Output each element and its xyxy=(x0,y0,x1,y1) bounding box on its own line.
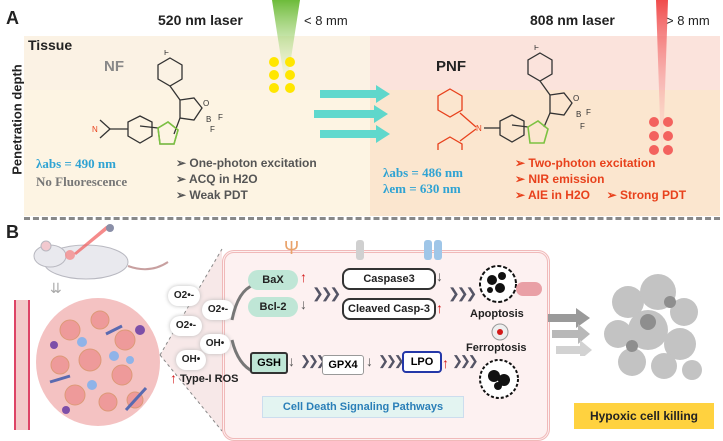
signaling-pathways-label: Cell Death Signaling Pathways xyxy=(262,396,464,418)
red-laser-distance: > 8 mm xyxy=(666,13,710,28)
tissue-label: Tissue xyxy=(28,37,73,53)
chevron-arrow-icon: ❯❯❯ xyxy=(448,285,477,301)
down-arrow-icon: ↓ xyxy=(366,353,373,369)
nf-property-item: ➢ Weak PDT xyxy=(176,188,248,202)
mouse-illustration xyxy=(33,224,169,280)
pnf-emission-wavelength: λem = 630 nm xyxy=(383,181,461,196)
svg-text:B: B xyxy=(576,110,581,119)
chevron-arrow-icon: ❯❯❯ xyxy=(312,285,341,301)
svg-text:F: F xyxy=(534,45,539,52)
up-arrow-icon: ↑ xyxy=(170,370,177,386)
ros-bubble: OH• xyxy=(176,350,206,370)
panel-divider xyxy=(24,217,720,220)
chevron-arrow-icon: ❯❯❯ xyxy=(300,353,327,368)
mitochondria-icon xyxy=(516,282,542,296)
pnf-properties-list: ➢ Two-photon excitation ➢ NIR emission ➢… xyxy=(515,155,720,203)
pnf-property-item: ➢ NIR emission xyxy=(515,172,605,186)
apoptosis-cell-illustration xyxy=(479,265,517,303)
chevron-arrow-icon: ❯❯❯ xyxy=(452,353,479,368)
deep-tissue-band-left xyxy=(24,90,370,216)
dead-cell-cluster-illustration xyxy=(604,274,702,380)
apoptosis-label: Apoptosis xyxy=(470,308,524,320)
outcome-arrows xyxy=(548,308,592,356)
nf-molecule-structure: F O B F F N xyxy=(92,50,223,145)
gsh-node: GSH xyxy=(250,352,288,374)
tumor-tissue-illustration xyxy=(36,298,160,426)
ferroptosis-damaged-cell-illustration xyxy=(479,359,519,399)
green-laser-label: 520 nm laser xyxy=(158,12,243,28)
ros-bubble: O2•- xyxy=(202,300,234,320)
svg-text:B: B xyxy=(206,115,211,124)
blood-vessel xyxy=(14,300,30,430)
ferroptosis-cell-illustration xyxy=(491,323,509,341)
svg-text:O: O xyxy=(203,99,209,108)
svg-text:N: N xyxy=(476,124,482,133)
nf-property-item: ➢ One-photon excitation xyxy=(176,156,317,170)
down-arrow-icon: ↓ xyxy=(300,296,307,312)
bax-node: BaX xyxy=(248,270,298,290)
ros-bubble: O2•- xyxy=(168,286,200,306)
svg-text:O: O xyxy=(573,94,579,103)
pnf-absorption-wavelength: λabs = 486 nm xyxy=(383,165,463,180)
red-laser-label: 808 nm laser xyxy=(530,12,615,28)
up-arrow-icon: ↑ xyxy=(442,355,449,371)
down-arrow-icon: ↓ xyxy=(288,353,295,369)
ros-bubble: OH• xyxy=(200,334,230,354)
svg-text:F: F xyxy=(580,122,585,131)
pnf-property-item: ➢ AIE in H2O ➢ Strong PDT xyxy=(515,188,687,202)
red-laser-beam xyxy=(649,0,673,155)
svg-text:F: F xyxy=(218,113,223,122)
caspase3-node: Caspase3 xyxy=(342,268,436,290)
green-laser-distance: < 8 mm xyxy=(304,13,348,28)
ros-bubble: O2•- xyxy=(170,316,202,336)
down-arrow-icon: ↓ xyxy=(436,268,443,284)
panel-a-label: A xyxy=(6,8,19,28)
nf-fluorescence-status: No Fluorescence xyxy=(36,174,128,189)
chevron-arrow-icon: ❯❯❯ xyxy=(378,353,405,368)
svg-text:N: N xyxy=(92,125,98,134)
nf-probe-label: NF xyxy=(104,58,124,75)
cleaved-caspase3-node: Cleaved Casp-3 xyxy=(342,298,436,320)
svg-text:F: F xyxy=(164,50,169,57)
membrane-channel-icon xyxy=(356,240,364,260)
nf-absorption-wavelength: λabs = 490 nm xyxy=(36,156,116,171)
panel-b-label: B xyxy=(6,222,19,242)
up-arrow-icon: ↑ xyxy=(436,300,443,316)
transition-arrows xyxy=(314,85,390,143)
receptor-icon: Ψ xyxy=(284,238,300,258)
green-laser-beam xyxy=(269,0,300,93)
membrane-channel-icon xyxy=(424,240,432,260)
pnf-probe-label: PNF xyxy=(436,58,466,75)
ferroptosis-label: Ferroptosis xyxy=(466,342,527,354)
pnf-molecule-structure: N O B F F F xyxy=(437,45,591,150)
type-i-ros-label: Type-I ROS xyxy=(180,373,239,385)
svg-text:F: F xyxy=(586,108,591,117)
penetration-depth-axis-label: Penetration depth xyxy=(9,64,25,175)
nf-property-item: ➢ ACQ in H2O xyxy=(176,172,258,186)
svg-text:F: F xyxy=(210,125,215,134)
bcl2-node: Bcl-2 xyxy=(248,297,298,317)
lpo-node: LPO xyxy=(402,351,442,373)
up-arrow-icon: ↑ xyxy=(300,269,307,285)
pnf-property-item: ➢ Two-photon excitation xyxy=(515,156,656,170)
nf-properties-list: ➢ One-photon excitation ➢ ACQ in H2O ➢ W… xyxy=(176,155,317,203)
gpx4-node: GPX4 xyxy=(322,355,364,375)
membrane-channel-icon xyxy=(434,240,442,260)
hypoxic-cell-killing-label: Hypoxic cell killing xyxy=(574,403,714,429)
arrow-down-icon: ⇊ xyxy=(50,280,62,296)
